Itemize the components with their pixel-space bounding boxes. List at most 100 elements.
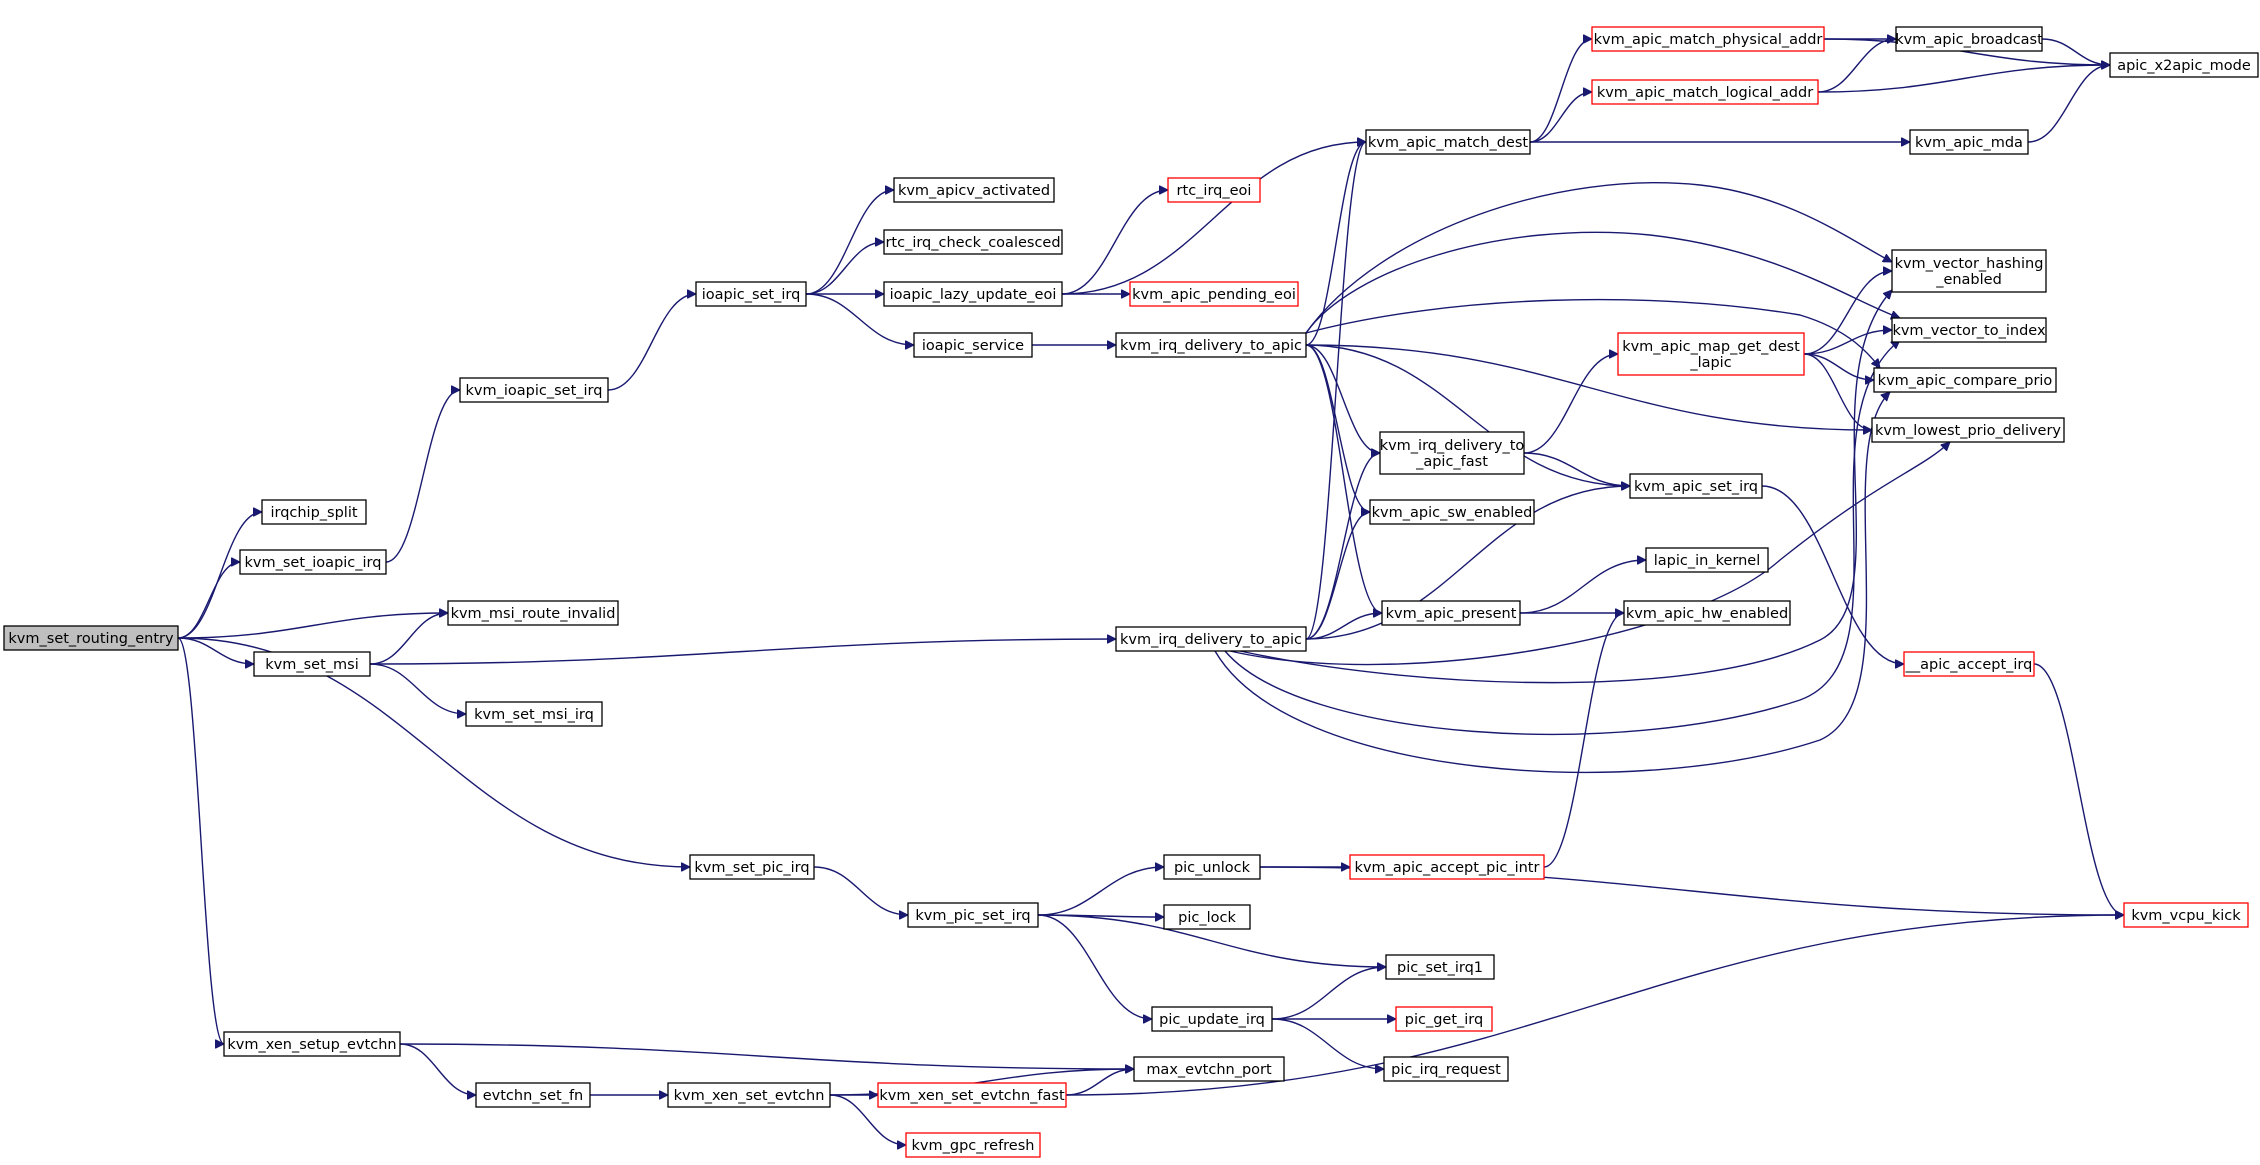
node-ioapic_set_irq_k[interactable]: kvm_ioapic_set_irq bbox=[459, 377, 609, 403]
node-root[interactable]: kvm_set_routing_entry bbox=[3, 625, 179, 651]
node-xen_setup_evtchn[interactable]: kvm_xen_setup_evtchn bbox=[223, 1031, 401, 1057]
node-box bbox=[1645, 547, 1769, 573]
node-apicv_activated[interactable]: kvm_apicv_activated bbox=[893, 177, 1055, 203]
edge-match_log-to-broadcast bbox=[1817, 39, 1896, 93]
node-pic_unlock[interactable]: pic_unlock bbox=[1163, 854, 1261, 880]
node-box bbox=[1369, 499, 1535, 525]
node-evtchn_set_fn[interactable]: evtchn_set_fn bbox=[475, 1082, 591, 1108]
node-label: pic_set_irq1 bbox=[1397, 960, 1483, 976]
node-set_pic_irq[interactable]: kvm_set_pic_irq bbox=[689, 854, 815, 880]
edge-irq_delivery_mid-to-vector_hashing bbox=[1239, 290, 1892, 684]
node-pending_eoi[interactable]: kvm_apic_pending_eoi bbox=[1129, 281, 1299, 307]
node-pic_set_irq[interactable]: kvm_pic_set_irq bbox=[907, 902, 1039, 928]
node-lazy_update_eoi[interactable]: ioapic_lazy_update_eoi bbox=[883, 281, 1063, 307]
node-label: kvm_apic_compare_prio bbox=[1878, 373, 2053, 389]
node-label: kvm_apic_set_irq bbox=[1634, 479, 1758, 495]
node-accept_irq[interactable]: __apic_accept_irq bbox=[1903, 651, 2035, 677]
node-box bbox=[223, 1031, 401, 1057]
node-broadcast[interactable]: kvm_apic_broadcast bbox=[1895, 26, 2043, 52]
edge-match_phys-to-x2apic bbox=[1823, 38, 2110, 65]
node-pic_set_irq1[interactable]: pic_set_irq1 bbox=[1385, 954, 1495, 980]
node-irq_delivery_top[interactable]: kvm_irq_delivery_to_apic bbox=[1115, 332, 1307, 358]
edge-delivery_fast-to-apic_set_irq bbox=[1523, 452, 1630, 486]
node-box bbox=[1151, 1006, 1273, 1032]
node-box bbox=[1903, 651, 2035, 677]
node-box bbox=[1133, 1056, 1285, 1082]
node-box bbox=[689, 854, 815, 880]
node-label: max_evtchn_port bbox=[1146, 1062, 1272, 1078]
node-label: kvm_xen_set_evtchn_fast bbox=[879, 1088, 1065, 1104]
node-gpc_refresh[interactable]: kvm_gpc_refresh bbox=[905, 1132, 1041, 1158]
node-max_evtchn_port[interactable]: max_evtchn_port bbox=[1133, 1056, 1285, 1082]
node-label: kvm_apic_map_get_dest_lapic bbox=[1622, 339, 1800, 371]
node-map_get_dest[interactable]: kvm_apic_map_get_dest_lapic bbox=[1617, 332, 1805, 376]
edge-irq_delivery_mid-to-apic_present bbox=[1305, 613, 1382, 640]
edge-root-to-msi_route_invalid bbox=[177, 613, 448, 639]
node-lowest_prio[interactable]: kvm_lowest_prio_delivery bbox=[1871, 417, 2065, 443]
edge-match_log-to-x2apic bbox=[1817, 65, 2110, 93]
node-irq_delivery_mid[interactable]: kvm_irq_delivery_to_apic bbox=[1115, 626, 1307, 652]
edge-irq_delivery_top-to-lowest_prio bbox=[1305, 344, 1872, 430]
node-mda[interactable]: kvm_apic_mda bbox=[1909, 129, 2029, 155]
node-box bbox=[883, 281, 1063, 307]
node-label: ioapic_service bbox=[922, 338, 1024, 354]
node-label: kvm_set_msi_irq bbox=[474, 707, 594, 723]
node-box bbox=[1163, 904, 1251, 930]
node-match_dest[interactable]: kvm_apic_match_dest bbox=[1365, 129, 1531, 155]
node-label: kvm_msi_route_invalid bbox=[451, 606, 616, 622]
node-set_msi_irq[interactable]: kvm_set_msi_irq bbox=[465, 701, 603, 727]
edge-xen_set_evtchn_fast-to-max_evtchn_port bbox=[1065, 1069, 1134, 1096]
edge-xen_set_evtchn_fast-to-vcpu_kick bbox=[1065, 915, 2124, 1096]
edge-map_get_dest-to-lowest_prio bbox=[1803, 353, 1873, 430]
edge-apic_present-to-lapic_in_kernel bbox=[1519, 560, 1646, 614]
node-rtc_check_coalesced[interactable]: rtc_irq_check_coalesced bbox=[883, 229, 1063, 255]
node-vector_hashing[interactable]: kvm_vector_hashing_enabled bbox=[1891, 249, 2047, 293]
node-set_ioapic_irq[interactable]: kvm_set_ioapic_irq bbox=[239, 549, 387, 575]
node-delivery_fast[interactable]: kvm_irq_delivery_to_apic_fast bbox=[1379, 431, 1525, 475]
edge-ioapic_set_irq-to-apicv_activated bbox=[805, 190, 895, 295]
node-match_log[interactable]: kvm_apic_match_logical_addr bbox=[1591, 79, 1819, 105]
edge-lazy_update_eoi-to-rtc_irq_eoi bbox=[1061, 190, 1168, 295]
node-pic_get_irq[interactable]: pic_get_irq bbox=[1395, 1006, 1493, 1032]
node-pic_irq_request[interactable]: pic_irq_request bbox=[1383, 1056, 1509, 1082]
node-xen_set_evtchn[interactable]: kvm_xen_set_evtchn bbox=[667, 1082, 831, 1108]
edge-set_ioapic_irq-to-ioapic_set_irq_k bbox=[385, 390, 461, 563]
node-box bbox=[253, 651, 371, 677]
node-apic_set_irq[interactable]: kvm_apic_set_irq bbox=[1629, 473, 1763, 499]
node-compare_prio[interactable]: kvm_apic_compare_prio bbox=[1873, 367, 2057, 393]
node-box bbox=[1365, 129, 1531, 155]
node-lapic_in_kernel[interactable]: lapic_in_kernel bbox=[1645, 547, 1769, 573]
edge-ioapic_set_irq_k-to-ioapic_set_irq bbox=[607, 294, 696, 391]
node-box bbox=[1891, 317, 2047, 343]
node-ioapic_service[interactable]: ioapic_service bbox=[913, 332, 1033, 358]
node-box bbox=[1385, 954, 1495, 980]
node-label: evtchn_set_fn bbox=[483, 1088, 584, 1104]
edge-root-to-set_ioapic_irq bbox=[177, 562, 241, 639]
node-accept_pic_intr[interactable]: kvm_apic_accept_pic_intr bbox=[1349, 854, 1545, 880]
node-msi_route_invalid[interactable]: kvm_msi_route_invalid bbox=[447, 600, 619, 626]
node-set_msi[interactable]: kvm_set_msi bbox=[253, 651, 371, 677]
node-rtc_irq_eoi[interactable]: rtc_irq_eoi bbox=[1167, 177, 1261, 203]
node-hw_enabled[interactable]: kvm_apic_hw_enabled bbox=[1623, 600, 1791, 626]
node-label: lapic_in_kernel bbox=[1654, 553, 1760, 569]
node-box bbox=[465, 701, 603, 727]
edge-pic_update_irq-to-pic_irq_request bbox=[1271, 1018, 1384, 1069]
edge-irq_delivery_top-to-match_dest bbox=[1305, 142, 1367, 346]
node-irqchip_split[interactable]: irqchip_split bbox=[261, 499, 367, 525]
node-apic_present[interactable]: kvm_apic_present bbox=[1381, 600, 1521, 626]
node-pic_lock[interactable]: pic_lock bbox=[1163, 904, 1251, 930]
node-xen_set_evtchn_fast[interactable]: kvm_xen_set_evtchn_fast bbox=[877, 1082, 1067, 1108]
node-match_phys[interactable]: kvm_apic_match_physical_addr bbox=[1591, 26, 1825, 52]
node-pic_update_irq[interactable]: pic_update_irq bbox=[1151, 1006, 1273, 1032]
node-label: rtc_irq_check_coalesced bbox=[885, 235, 1060, 251]
node-ioapic_set_irq[interactable]: ioapic_set_irq bbox=[695, 281, 807, 307]
node-label: kvm_set_pic_irq bbox=[694, 860, 809, 876]
node-vector_to_index[interactable]: kvm_vector_to_index bbox=[1891, 317, 2047, 343]
node-sw_enabled[interactable]: kvm_apic_sw_enabled bbox=[1369, 499, 1535, 525]
node-x2apic[interactable]: apic_x2apic_mode bbox=[2109, 52, 2259, 78]
node-label: kvm_irq_delivery_to_apic bbox=[1120, 632, 1302, 648]
edge-delivery_fast-to-map_get_dest bbox=[1523, 354, 1618, 454]
node-vcpu_kick[interactable]: kvm_vcpu_kick bbox=[2123, 902, 2249, 928]
node-box bbox=[907, 902, 1039, 928]
